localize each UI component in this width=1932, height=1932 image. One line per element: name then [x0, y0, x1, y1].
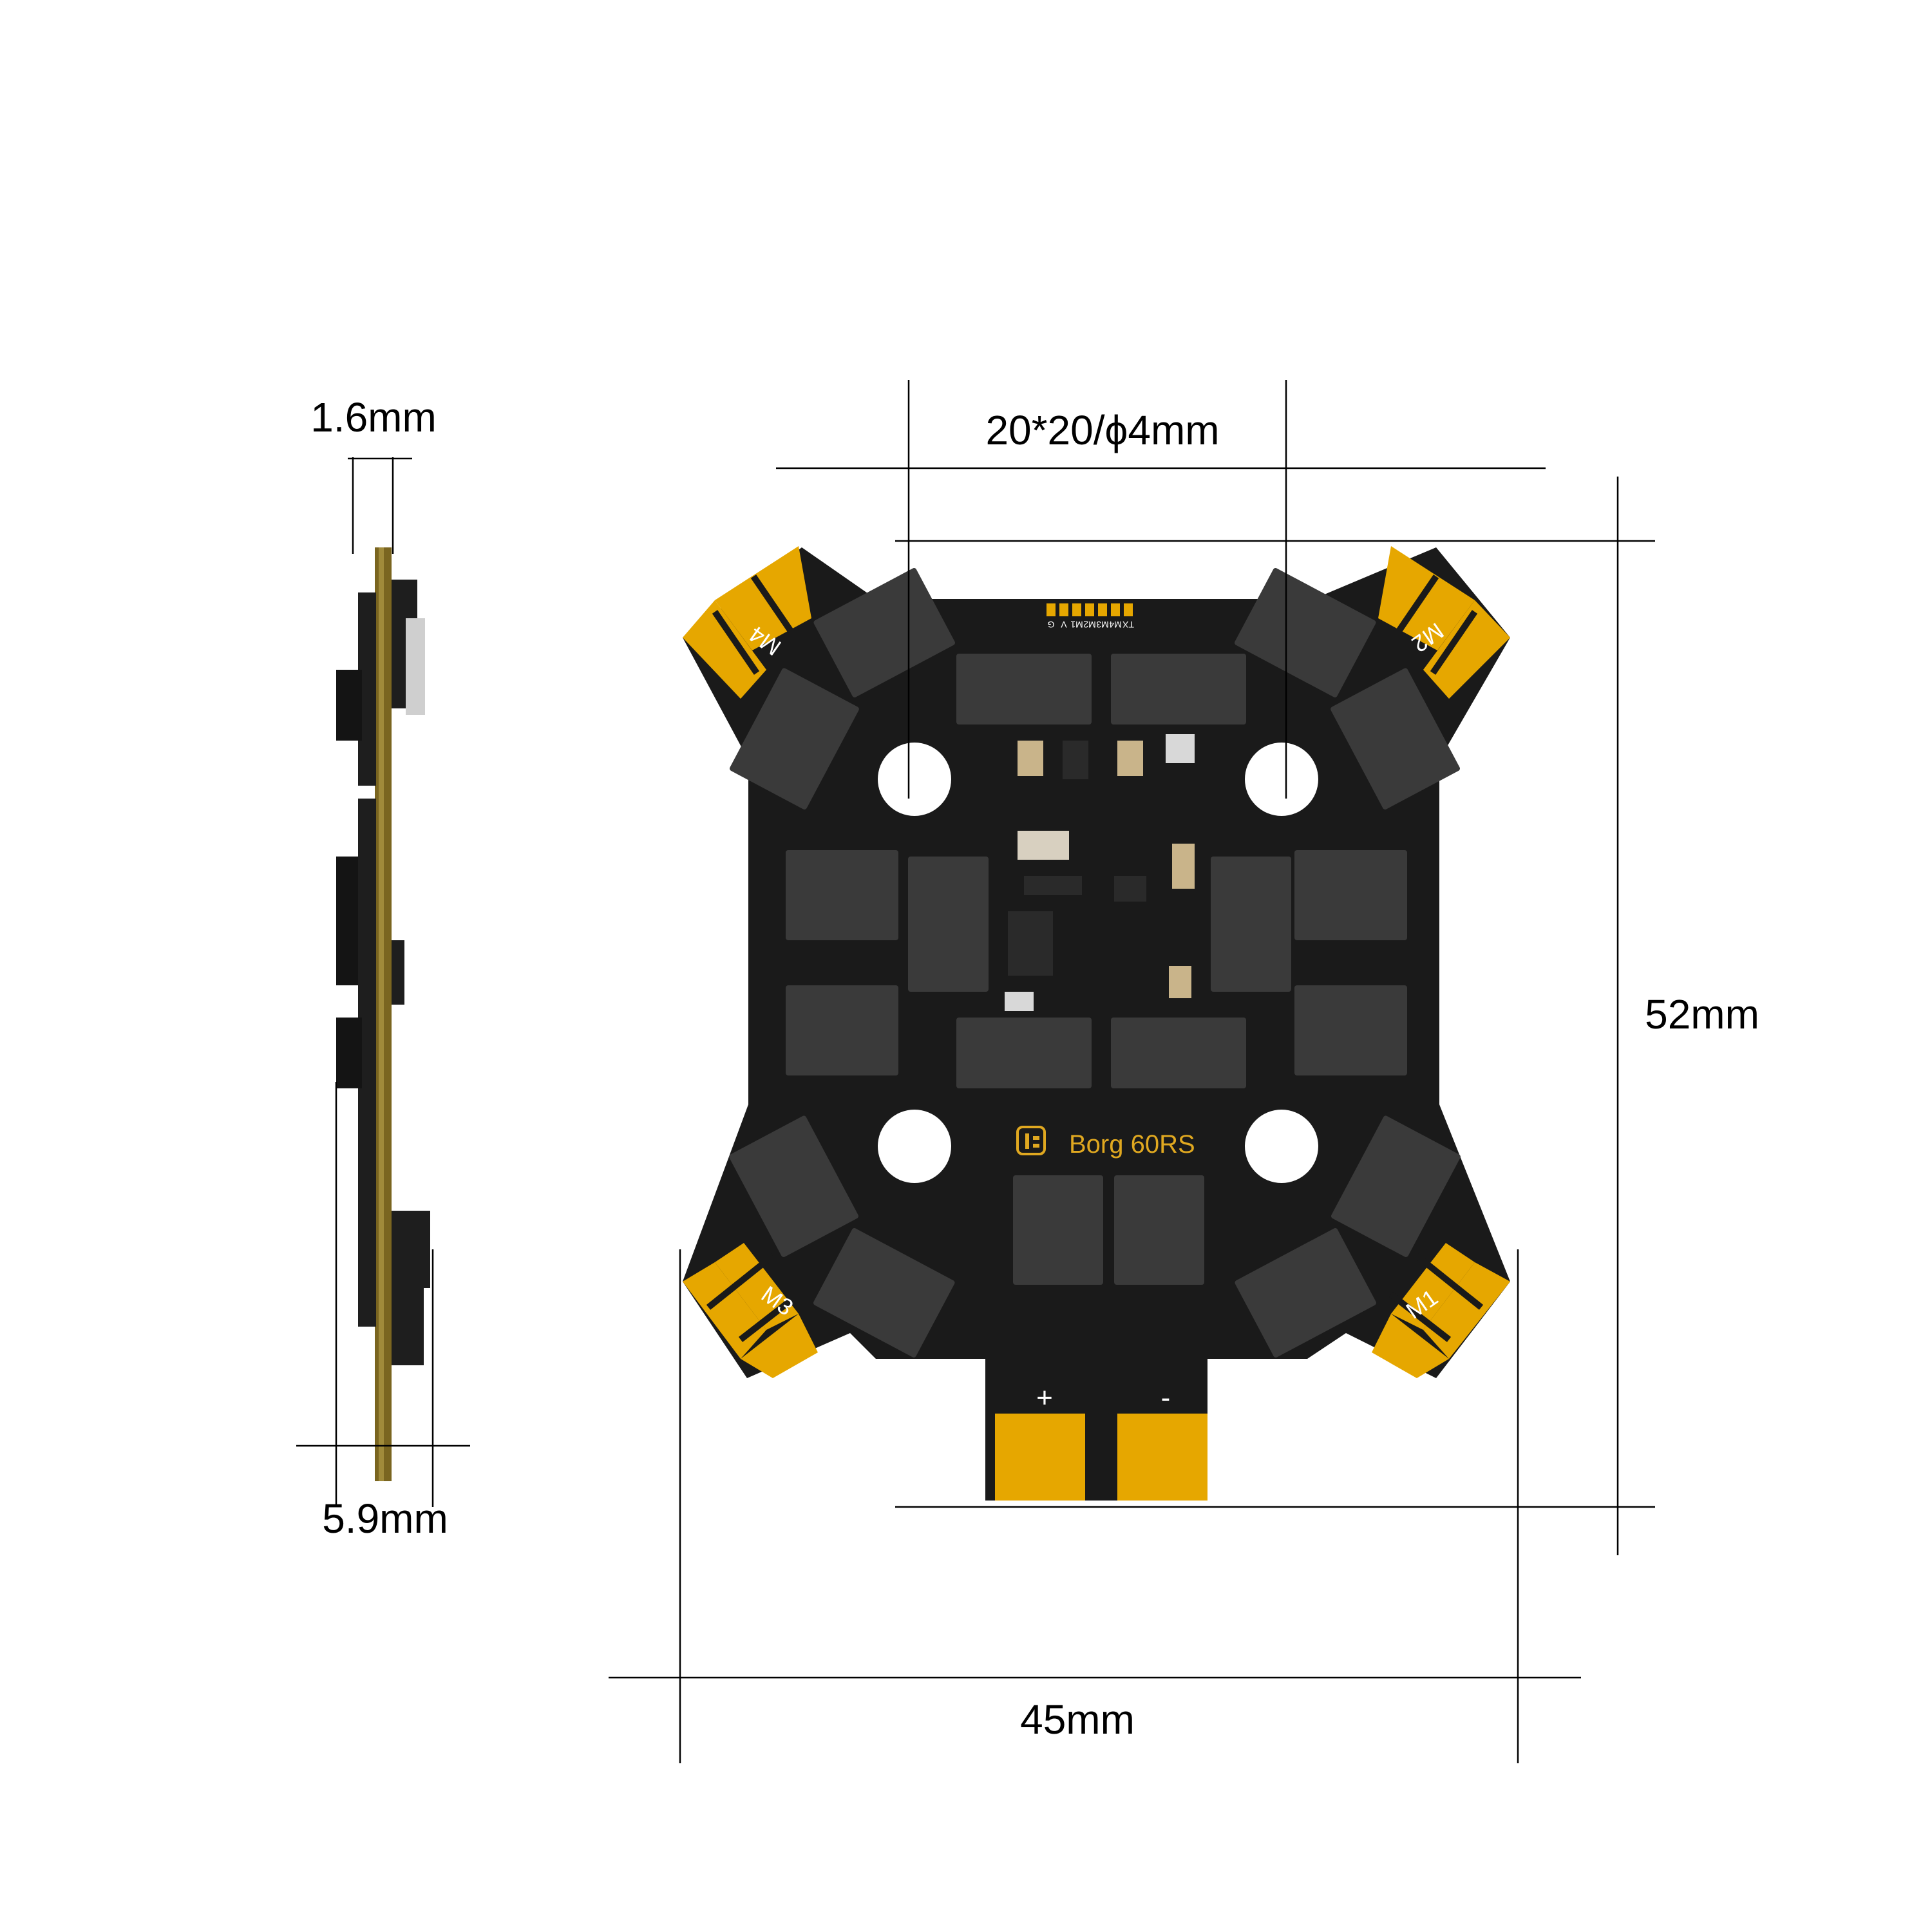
motor-pad-m2: [1378, 546, 1510, 699]
mount-hole-top-right: [1245, 743, 1318, 816]
header-pin-g: G: [1048, 620, 1055, 630]
length-label: 52mm: [1645, 991, 1759, 1037]
brand-name: Borg 60RS: [1069, 1130, 1195, 1159]
mosfets: [729, 567, 1461, 1358]
power-plus-label: +: [1036, 1382, 1053, 1414]
header-pin-m2: M2: [1083, 620, 1096, 630]
power-pad-negative: [1117, 1414, 1208, 1501]
thickness-label: 1.6mm: [310, 394, 437, 440]
power-pad-positive: [995, 1414, 1085, 1501]
mount-pattern-label: 20*20/ϕ4mm: [985, 407, 1219, 453]
mount-hole-bottom-left: [878, 1110, 951, 1183]
brand-icon: [1016, 1126, 1046, 1155]
header-pin-m3: M3: [1096, 620, 1109, 630]
mount-hole-top-left: [878, 743, 951, 816]
header-pin-m4: M4: [1109, 620, 1122, 630]
width-label: 45mm: [1020, 1696, 1135, 1743]
total-height-label: 5.9mm: [322, 1495, 448, 1542]
power-minus-label: -: [1161, 1382, 1171, 1414]
header-pin-m1: M1: [1070, 620, 1083, 630]
header-pin-v: V: [1061, 620, 1067, 630]
side-view: 1.6mm 5.9mm: [296, 394, 470, 1542]
brand-logo: Borg 60RS: [1016, 1126, 1195, 1159]
motor-pad-m3: [683, 1243, 818, 1378]
signal-header: TX M4 M3 M2 M1 V G: [1046, 603, 1134, 630]
top-view: M4 M2 M3 M1 TX M4 M3 M2 M1 V G: [609, 380, 1759, 1763]
mount-hole-bottom-right: [1245, 1110, 1318, 1183]
small-components: [1005, 734, 1195, 1011]
header-pin-tx: TX: [1122, 620, 1134, 630]
motor-pad-m4: [683, 546, 811, 699]
motor-pad-m1: [1372, 1243, 1510, 1378]
